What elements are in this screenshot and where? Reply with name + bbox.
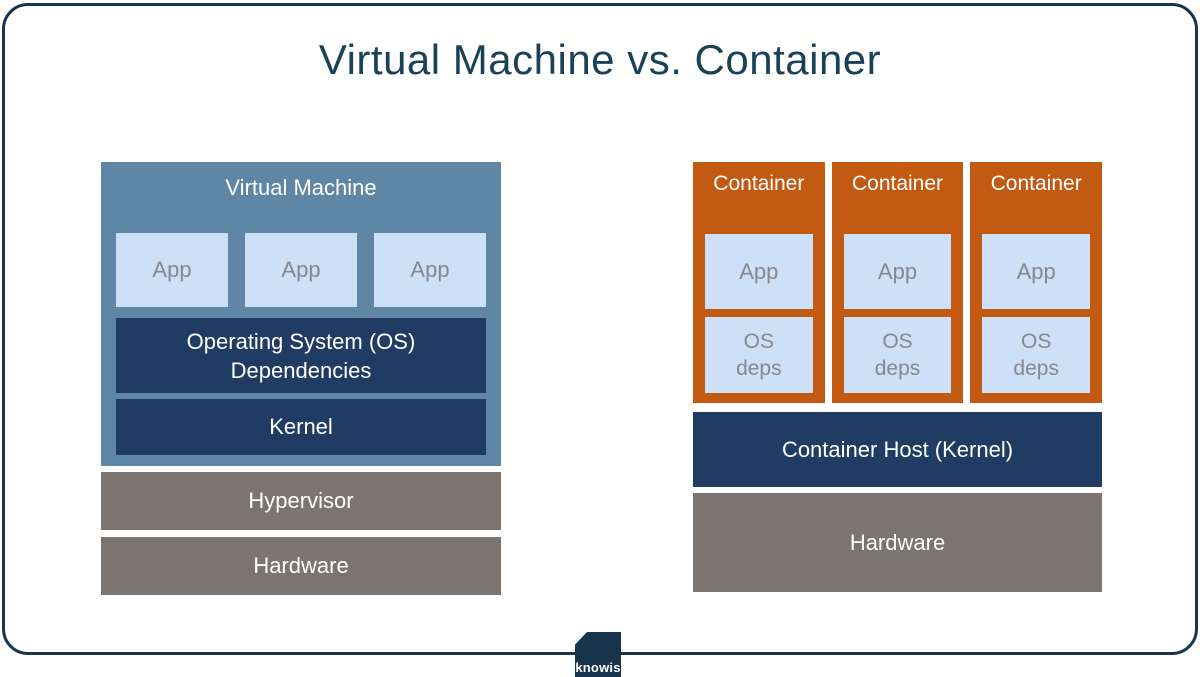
container-hardware-bar: Hardware <box>693 493 1102 592</box>
page-title: Virtual Machine vs. Container <box>318 36 882 83</box>
container-columns-row: Container App OS deps Container App OS d… <box>693 162 1103 403</box>
vm-os-dependencies-box: Operating System (OS) Dependencies <box>116 318 486 393</box>
container-host-kernel-bar: Container Host (Kernel) <box>693 412 1102 487</box>
vm-kernel-box: Kernel <box>116 399 486 455</box>
vm-app-box: App <box>116 233 228 307</box>
container-os-deps-box: OS deps <box>982 317 1091 393</box>
container-app-box: App <box>705 234 813 309</box>
vm-app-box: App <box>245 233 357 307</box>
container-os-line2: deps <box>874 357 921 380</box>
container-column: Container App OS deps <box>970 162 1103 403</box>
vm-stack: Virtual Machine App App App Operating Sy… <box>101 162 501 595</box>
container-os-line2: deps <box>736 357 782 380</box>
vm-os-line2: Dependencies <box>230 357 372 383</box>
hypervisor-bar: Hypervisor <box>101 472 501 530</box>
container-label: Container <box>713 172 805 195</box>
container-column: Container App OS deps <box>693 162 825 403</box>
vm-app-row: App App App <box>116 233 486 307</box>
container-label: Container <box>990 172 1082 195</box>
vm-hardware-bar: Hardware <box>101 537 501 595</box>
vm-container-box: Virtual Machine App App App Operating Sy… <box>101 162 501 466</box>
container-app-box: App <box>843 234 952 309</box>
container-os-deps-box: OS deps <box>843 317 952 393</box>
container-os-line1: OS <box>1021 330 1052 353</box>
vm-title-label: Virtual Machine <box>225 175 377 200</box>
container-label: Container <box>851 172 944 195</box>
knowis-logo-text: knowis <box>575 660 621 675</box>
container-app-box: App <box>982 234 1091 309</box>
container-stack: Container App OS deps Container App OS d… <box>693 162 1103 592</box>
container-os-line2: deps <box>1013 357 1059 380</box>
knowis-logo: knowis <box>575 632 621 677</box>
container-os-deps-box: OS deps <box>705 317 813 393</box>
vm-os-line1: Operating System (OS) <box>186 328 416 354</box>
vm-app-box: App <box>374 233 486 307</box>
container-column: Container App OS deps <box>831 162 964 403</box>
container-os-line1: OS <box>743 330 774 353</box>
container-os-line1: OS <box>882 330 913 353</box>
